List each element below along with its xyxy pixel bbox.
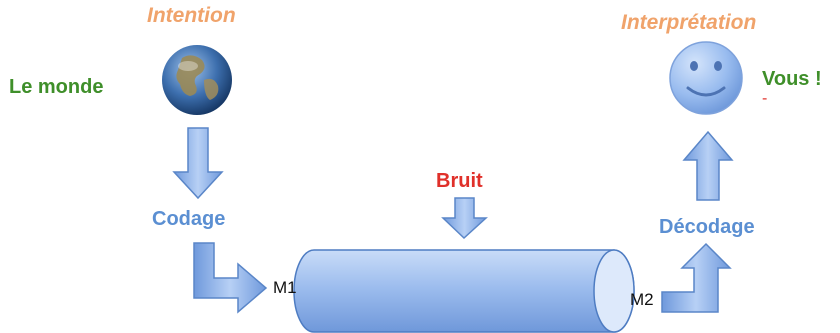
label-decodage: Décodage	[659, 216, 755, 238]
arrow-down-bruit	[441, 197, 488, 240]
arrow-down-codage	[172, 127, 224, 200]
label-vous: Vous !	[762, 68, 822, 90]
label-m1: M1	[273, 278, 297, 297]
arrow-up-interpretation	[682, 130, 734, 201]
label-intention: Intention	[147, 4, 236, 27]
smiley-icon	[669, 41, 743, 115]
label-bruit: Bruit	[436, 170, 483, 192]
label-m2: M2	[630, 290, 654, 309]
label-vous-mark: -	[762, 90, 768, 107]
label-interpretation: Interprétation	[621, 11, 757, 34]
channel-tube	[293, 249, 635, 333]
arrow-bent-m2	[661, 242, 732, 313]
globe-icon	[162, 45, 232, 115]
arrow-bent-m1	[193, 242, 268, 314]
label-codage: Codage	[152, 208, 226, 230]
label-le-monde: Le monde	[9, 76, 104, 98]
